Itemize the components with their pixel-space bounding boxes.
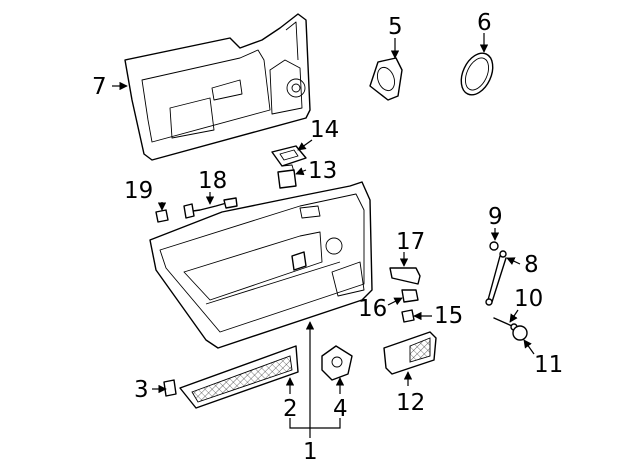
part-1-door-trim-panel <box>149 181 373 349</box>
callout-2: 2 <box>283 396 298 422</box>
part-6-speaker-grille <box>460 52 494 96</box>
callout-14: 14 <box>310 117 339 143</box>
callout-16: 16 <box>358 296 387 322</box>
callout-9: 9 <box>488 204 503 230</box>
callout-1: 1 <box>303 439 318 465</box>
part-3-clip <box>163 379 177 397</box>
part-13-switch <box>277 164 297 189</box>
callout-15: 15 <box>434 303 463 329</box>
callout-4: 4 <box>333 396 348 422</box>
callout-11: 11 <box>534 352 563 378</box>
callout-7: 7 <box>92 74 107 100</box>
callout-6: 6 <box>477 10 492 36</box>
part-18-harness <box>183 197 238 219</box>
part-9-nut <box>489 241 499 251</box>
part-14-switch-bezel <box>271 145 307 167</box>
callout-18: 18 <box>198 168 227 194</box>
callout-19: 19 <box>124 178 153 204</box>
callout-8: 8 <box>524 252 539 278</box>
part-11-knob <box>512 325 528 341</box>
callout-3: 3 <box>134 377 149 403</box>
part-4-speaker-bracket <box>321 345 353 381</box>
callout-labels: 7 5 6 14 13 19 18 9 8 17 16 15 10 11 12 … <box>92 10 563 465</box>
part-2-storage-bin <box>179 345 299 409</box>
callout-17: 17 <box>396 229 425 255</box>
callout-13: 13 <box>308 158 337 184</box>
callout-10: 10 <box>514 286 543 312</box>
part-7-door-carrier <box>124 13 311 161</box>
part-16-block <box>401 289 419 303</box>
part-5-speaker <box>369 57 403 101</box>
part-8-rod <box>485 250 507 306</box>
callout-12: 12 <box>396 390 425 416</box>
part-10-screw <box>493 317 518 331</box>
part-19-clip <box>155 209 169 223</box>
leader-lines <box>112 33 535 438</box>
part-15-clip <box>401 309 415 323</box>
part-12-map-pocket <box>383 331 437 375</box>
part-17-pull-handle <box>389 267 421 285</box>
callout-5: 5 <box>388 14 403 40</box>
